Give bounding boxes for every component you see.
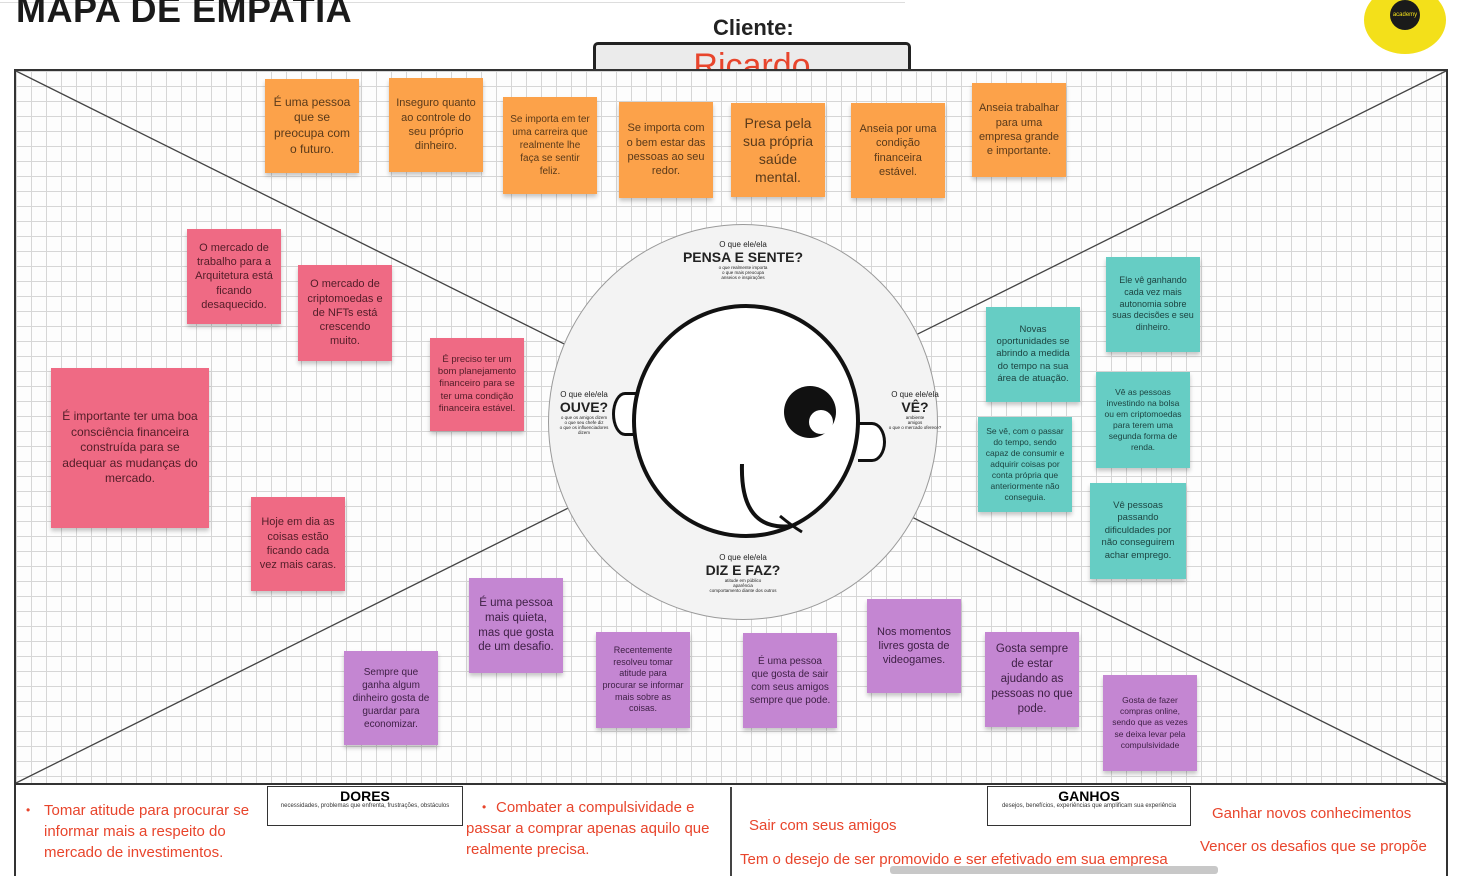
right-ear-icon	[858, 422, 886, 462]
pains-title: DORES	[340, 788, 390, 804]
sticky-note-hears[interactable]: Hoje em dia as coisas estão ficando cada…	[251, 497, 345, 591]
sticky-note-thinks[interactable]: Inseguro quanto ao controle do seu própr…	[389, 78, 483, 172]
gain-item-text: Sair com seus amigos	[749, 817, 897, 834]
sticky-note-sees[interactable]: Se vê, com o passar do tempo, sendo capa…	[978, 417, 1072, 512]
gain-item-text: Tem o desejo de ser promovido e ser efet…	[740, 851, 1168, 868]
section-says-title: DIZ E FAZ?	[705, 562, 781, 578]
sticky-note-sees[interactable]: Vê pessoas passando dificuldades por não…	[1090, 483, 1186, 579]
section-thinks-small: O que ele/ela	[719, 240, 767, 249]
section-says-desc: atitude em público	[724, 578, 762, 583]
sticky-note-says[interactable]: Nos momentos livres gosta de videogames.	[867, 599, 961, 693]
section-thinks-desc: o que realmente importa	[718, 265, 768, 270]
academy-logo: academy	[1364, 0, 1446, 54]
top-border-line	[0, 2, 905, 3]
pains-gains-divider	[730, 787, 732, 876]
pains-header: DORES necessidades, problemas que enfren…	[267, 786, 463, 826]
sticky-note-thinks[interactable]: Se importa com o bem estar das pessoas a…	[619, 102, 713, 198]
gains-subtitle: desejos, benefícios, experiências que am…	[1001, 803, 1177, 809]
section-sees-desc: o que o mercado oferece?	[888, 425, 942, 430]
section-thinks: O que ele/ela PENSA E SENTE? o que realm…	[672, 240, 814, 280]
sticky-note-says[interactable]: É uma pessoa mais quieta, mas que gosta …	[469, 578, 563, 673]
sticky-note-thinks[interactable]: Anseia trabalhar para uma empresa grande…	[972, 83, 1066, 177]
sticky-note-thinks[interactable]: Anseia por uma condição financeira estáv…	[851, 103, 945, 198]
sticky-note-hears[interactable]: O mercado de criptomoedas e de NFTs está…	[298, 265, 392, 361]
pain-item: • Combater a compulsividade e passar a c…	[466, 797, 728, 860]
gains-title: GANHOS	[1058, 788, 1120, 804]
sticky-note-says[interactable]: Recentemente resolveu tomar atitude para…	[596, 632, 690, 728]
client-label: Cliente:	[713, 15, 794, 40]
sticky-note-says[interactable]: Gosta de fazer compras online, sendo que…	[1103, 675, 1197, 771]
sticky-note-thinks[interactable]: É uma pessoa que se preocupa com o futur…	[265, 79, 359, 173]
nose-mouth-icon	[739, 463, 803, 534]
section-hears-title: OUVE?	[559, 399, 609, 415]
section-sees-title: VÊ?	[901, 399, 929, 415]
sticky-note-says[interactable]: É uma pessoa que gosta de sair com seus …	[743, 633, 837, 728]
sticky-note-thinks[interactable]: Se importa em ter uma carreira que realm…	[503, 97, 597, 194]
section-sees-desc: ambiente	[905, 415, 925, 420]
pain-item: • Tomar atitude para procurar se informa…	[26, 800, 266, 863]
section-says-desc: aparência	[733, 583, 753, 588]
pains-subtitle: necessidades, problemas que enfrenta, fr…	[280, 803, 450, 809]
sticky-note-thinks[interactable]: Presa pela sua própria saúde mental.	[731, 103, 825, 197]
section-hears-small: O que ele/ela	[560, 390, 608, 399]
logo-text: academy	[1390, 0, 1420, 30]
pain-item-text: Combater a compulsividade e passar a com…	[466, 799, 710, 858]
gains-header: GANHOS desejos, benefícios, experiências…	[987, 786, 1191, 826]
pain-item-text: Tomar atitude para procurar se informar …	[44, 802, 250, 861]
section-hears-desc: o que seu chefe diz	[564, 420, 604, 425]
page-title: MAPA DE EMPATIA	[16, 0, 353, 30]
section-thinks-desc: anseios e inspirações	[721, 275, 765, 280]
sticky-note-says[interactable]: Sempre que ganha algum dinheiro gosta de…	[344, 651, 438, 745]
section-hears-desc: o que os amigos dizem	[560, 415, 608, 420]
section-hears: O que ele/ela OUVE? o que os amigos dize…	[554, 390, 614, 435]
section-hears-desc: o que os influenciadores dizem	[559, 425, 609, 435]
section-says: O que ele/ela DIZ E FAZ? atitude em públ…	[682, 553, 804, 593]
sticky-note-says[interactable]: Gosta sempre de estar ajudando as pessoa…	[985, 632, 1079, 727]
sticky-note-hears[interactable]: O mercado de trabalho para a Arquitetura…	[187, 229, 281, 324]
sticky-note-sees[interactable]: Novas oportunidades se abrindo a medida …	[986, 307, 1080, 402]
sticky-note-hears[interactable]: É importante ter uma boa consciência fin…	[51, 368, 209, 528]
sticky-note-sees[interactable]: Ele vê ganhando cada vez mais autonomia …	[1106, 257, 1200, 352]
section-thinks-title: PENSA E SENTE?	[682, 249, 804, 265]
gain-item-text: Vencer os desafios que se propõe	[1200, 838, 1427, 855]
sticky-note-sees[interactable]: Vê as pessoas investindo na bolsa ou em …	[1096, 372, 1190, 468]
section-sees: O que ele/ela VÊ? ambiente amigos o que …	[884, 390, 946, 430]
sticky-note-hears[interactable]: É preciso ter um bom planejamento financ…	[430, 338, 524, 431]
section-says-small: O que ele/ela	[719, 553, 767, 562]
section-says-desc: comportamento diante dos outros	[709, 588, 777, 593]
horizontal-scrollbar[interactable]	[890, 866, 1218, 874]
section-thinks-desc: o que mais preocupa	[721, 270, 765, 275]
gain-item-text: Ganhar novos conhecimentos	[1212, 805, 1412, 822]
eye-shine	[809, 410, 833, 434]
section-sees-small: O que ele/ela	[891, 390, 939, 399]
section-sees-desc: amigos	[907, 420, 923, 425]
